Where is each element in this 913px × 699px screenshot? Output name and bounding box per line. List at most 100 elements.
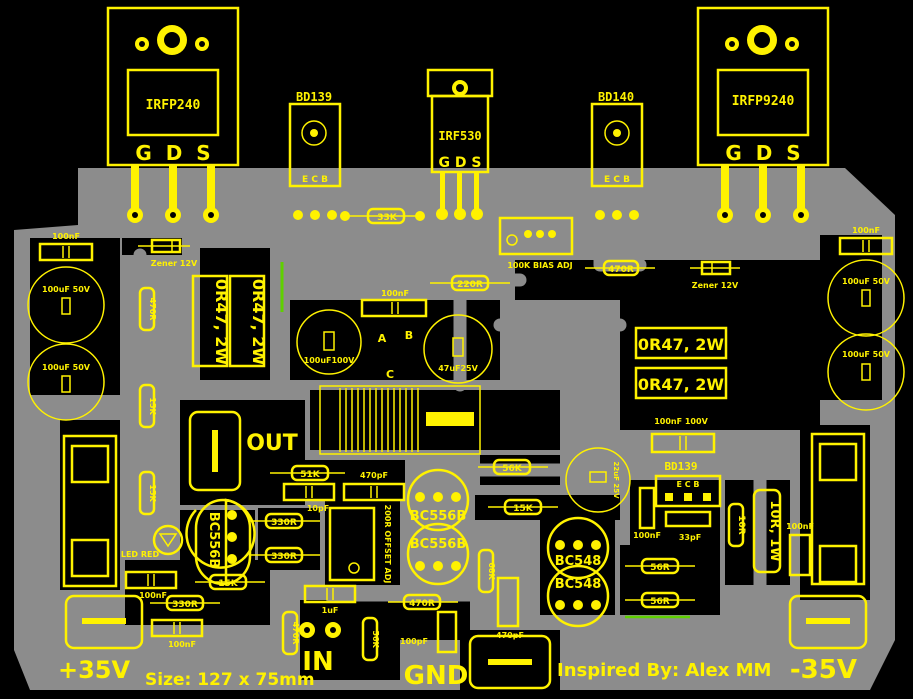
r470-top-label: 470R (608, 265, 634, 275)
r10r-1w-label: 10R, 1W (767, 500, 782, 561)
r0r47-b-label: 0R47, 2W (249, 279, 268, 366)
resistor-15k-a: 15K (138, 383, 157, 429)
resistor-15k-d: 15K (195, 573, 265, 591)
resistor-15k-b: 15K (138, 470, 157, 516)
r330-b-label: 330R (271, 552, 297, 562)
resistor-470r-low: 470R (281, 610, 300, 656)
offset-trimmer-label: 200R OFFSET ADJ (383, 505, 392, 584)
resistor-220r: 220R (430, 274, 510, 292)
resistor-56r-a: 56R (625, 557, 695, 575)
right-decoupling: 100nF 100uF 50V 100uF 50V (827, 226, 905, 411)
cap-100uf-100v: 100uF100V (296, 309, 362, 375)
bc548-b-label: BC548 (555, 577, 602, 592)
cap-100n-mid: 100nF A B C (360, 289, 428, 381)
bc548-bottom: BC548 (546, 564, 610, 628)
credit-label: Inspired By: Alex MM (557, 660, 771, 681)
resistor-56k-small: 56K (361, 616, 380, 662)
resistor-330r-c: 330R (150, 594, 220, 612)
bd140-top-transistor: BD140 E C B (590, 90, 644, 220)
r15k-d-label: 15K (218, 579, 239, 589)
r15k-c-label: 15K (513, 504, 534, 514)
r470-mid-label: 470R (409, 599, 435, 609)
cap-100nf-bl2: 100nF (150, 618, 204, 649)
r0r47-horizontal-c: 0R47, 2W (634, 326, 728, 360)
irf530-transistor: IRF530 G D S (426, 68, 494, 220)
bd139-top-label: BD139 (296, 90, 332, 104)
resistor-10r: 10R (727, 502, 746, 548)
bd140-top-pins: E C B (604, 175, 630, 185)
r56r-b-label: 56R (650, 597, 670, 607)
board-size-label: Size: 127 x 75mm (145, 670, 315, 690)
resistor-56r-b: 56R (625, 591, 695, 609)
c10p-label: 10pF (307, 504, 329, 513)
cap-100nf-right: 100nF (786, 522, 814, 577)
r0r47-vertical-b: 0R47, 2W (228, 274, 268, 368)
irfp240-pins: G D S (135, 141, 210, 165)
irf530-label: IRF530 (438, 129, 481, 143)
r0r47-c-label: 0R47, 2W (638, 335, 725, 354)
resistor-51k: 51K (270, 464, 345, 482)
c100p-label: 100pF (400, 637, 428, 646)
c100u-l2-label: 100uF 50V (42, 363, 91, 372)
right-power-terminal (788, 432, 868, 650)
irfp9240-transistor: IRFP9240 G D S (696, 6, 830, 223)
irfp240-transistor: IRFP240 G D S (106, 6, 240, 223)
irfp9240-pins: G D S (725, 141, 800, 165)
c100n-bl-label: 100nF (139, 591, 167, 600)
cap-10pf: 10pF (282, 482, 336, 513)
r0r47-vertical-a: 0R47, 2W (191, 274, 231, 368)
r15k-a-label: 15K (148, 397, 157, 415)
resistor-68k: 68K (477, 548, 496, 594)
resistor-10r-1w: 10R, 1W (752, 488, 782, 574)
cap-47uf: 47uF25V (423, 314, 493, 384)
bc548-a-label: BC548 (555, 554, 602, 569)
resistor-33k: 33K (340, 207, 425, 225)
led-red: LED RED (121, 524, 184, 559)
bc556-left: BC556B (185, 498, 256, 586)
c100n-tl-label: 100nF (52, 232, 80, 241)
r0r47-d-label: 0R47, 2W (638, 375, 725, 394)
r220-label: 220R (457, 280, 483, 290)
irf530-pins: G D S (439, 155, 482, 171)
gnd-terminal (468, 634, 552, 690)
bc556-b-label: BC556B (410, 509, 467, 524)
output-coil (319, 385, 481, 455)
r0r47-horizontal-d: 0R47, 2W (634, 366, 728, 400)
resistor-330r-a: 330R (250, 512, 320, 530)
c47u-label: 47uF25V (438, 364, 478, 373)
c100u-r1-label: 100uF 50V (842, 277, 891, 286)
bd139-top-transistor: BD139 E C B (288, 90, 342, 220)
r33k-label: 33K (377, 213, 398, 223)
in-label: IN (302, 647, 333, 677)
out-pad: OUT (188, 410, 298, 492)
out-label: OUT (246, 431, 298, 456)
r56r-a-label: 56R (650, 563, 670, 573)
resistor-470r-top: 470R (585, 259, 655, 277)
c100u-r2-label: 100uF 50V (842, 350, 891, 359)
cap-22uf: 22uF 25V (565, 447, 631, 513)
c100u-100v-label: 100uF100V (304, 356, 356, 365)
cap-470pf-a: 470pF (342, 471, 406, 502)
r470-low-label: 470R (291, 622, 300, 645)
cap-100nf-vertical: 100nF (633, 486, 661, 540)
bd139-top-pins: E C B (302, 175, 328, 185)
c100u-l1-label: 100uF 50V (42, 285, 91, 294)
zener-left-label: Zener 12V (151, 259, 198, 268)
input-pads: IN (299, 622, 341, 677)
c470p-a-label: 470pF (360, 471, 388, 480)
bc556-top: BC556B (406, 468, 470, 532)
c33p-label: 33pF (679, 533, 701, 542)
irfp240-label: IRFP240 (146, 98, 201, 113)
bd139-right-transistor: BD139 E C B (654, 460, 722, 508)
c100n-bl2-label: 100nF (168, 640, 196, 649)
c100n-r2-label: 100nF (786, 522, 814, 531)
led-label: LED RED (121, 550, 160, 559)
r330-a-label: 330R (271, 518, 297, 528)
left-power-terminal (62, 434, 144, 650)
r330-c-label: 330R (172, 600, 198, 610)
bc556-bottom: BC556B (406, 522, 470, 586)
r51k-label: 51K (300, 470, 321, 480)
resistor-330r-b: 330R (250, 546, 320, 564)
bd139-right-label: BD139 (664, 460, 697, 473)
gnd-label: GND (404, 661, 469, 691)
